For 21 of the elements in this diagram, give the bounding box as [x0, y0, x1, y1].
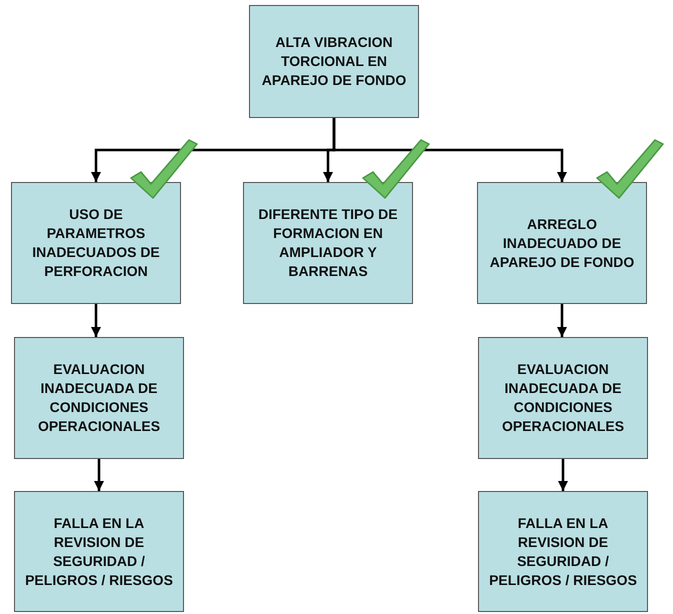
arrow: [91, 304, 101, 337]
process-box: [478, 337, 648, 459]
box-text: FALLA EN LA REVISION DE SEGURIDAD / PELIGROS / RIESGOS: [24, 514, 174, 590]
arrow: [94, 459, 104, 491]
box-text: ALTA VIBRACION TORCIONAL EN APAREJO DE FONDO: [260, 33, 408, 90]
process-box: [11, 182, 181, 304]
box-text: DIFERENTE TIPO DE FORMACION EN AMPLIADOR Y BARRENAS: [257, 205, 399, 281]
process-box: [14, 337, 184, 459]
process-box: [243, 182, 413, 304]
process-box: [249, 5, 419, 118]
arrow: [332, 118, 567, 182]
box-text: USO DE PARAMETROS INADECUADOS DE PERFORACION: [31, 205, 161, 281]
box-text: FALLA EN LA REVISION DE SEGURIDAD / PELIGROS / RIESGOS: [488, 514, 638, 590]
box-text: EVALUACION INADECUADA DE CONDICIONES OPERACIONALES: [500, 360, 626, 436]
arrow: [557, 304, 567, 337]
process-box: [14, 491, 184, 612]
box-text: EVALUACION INADECUADA DE CONDICIONES OPERACIONALES: [36, 360, 162, 436]
box-text: ARREGLO INADECUADO DE APAREJO DE FONDO: [488, 214, 636, 272]
arrow: [558, 459, 568, 491]
process-box: [478, 491, 648, 612]
process-box: [477, 182, 647, 304]
